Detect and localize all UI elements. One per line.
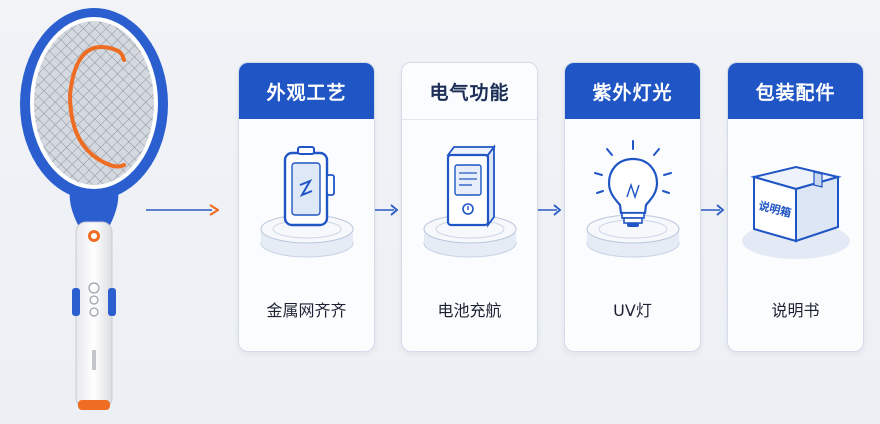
card-title: 外观工艺 bbox=[239, 63, 374, 119]
card-label: 金属网齐齐 bbox=[266, 301, 347, 320]
flow-arrow-orange bbox=[146, 204, 220, 216]
power-bank-icon bbox=[423, 144, 517, 258]
feature-card-uv-light: 紫外灯光 UV灯 bbox=[564, 62, 701, 352]
card-title: 紫外灯光 bbox=[565, 63, 700, 119]
card-title: 电气功能 bbox=[402, 63, 537, 120]
manual-box-icon: 说明箱 bbox=[742, 165, 850, 259]
feature-card-appearance: 外观工艺 金属网齐齐 bbox=[238, 62, 375, 352]
card-label: 电池充航 bbox=[437, 301, 502, 320]
card-label: 说明书 bbox=[771, 301, 820, 320]
card-label: UV灯 bbox=[613, 301, 652, 320]
feature-card-electrical: 电气功能 电池充航 bbox=[401, 62, 538, 352]
mosquito-racket-image bbox=[20, 8, 168, 410]
card-title: 包装配件 bbox=[728, 63, 863, 119]
feature-card-packaging: 包装配件 说明箱 说明书 bbox=[727, 62, 864, 352]
flow-arrow-3 bbox=[700, 204, 725, 216]
light-bulb-icon bbox=[586, 140, 680, 258]
flow-arrow-2 bbox=[537, 204, 562, 216]
flow-arrow-1 bbox=[374, 204, 399, 216]
phone-battery-icon bbox=[260, 146, 354, 258]
